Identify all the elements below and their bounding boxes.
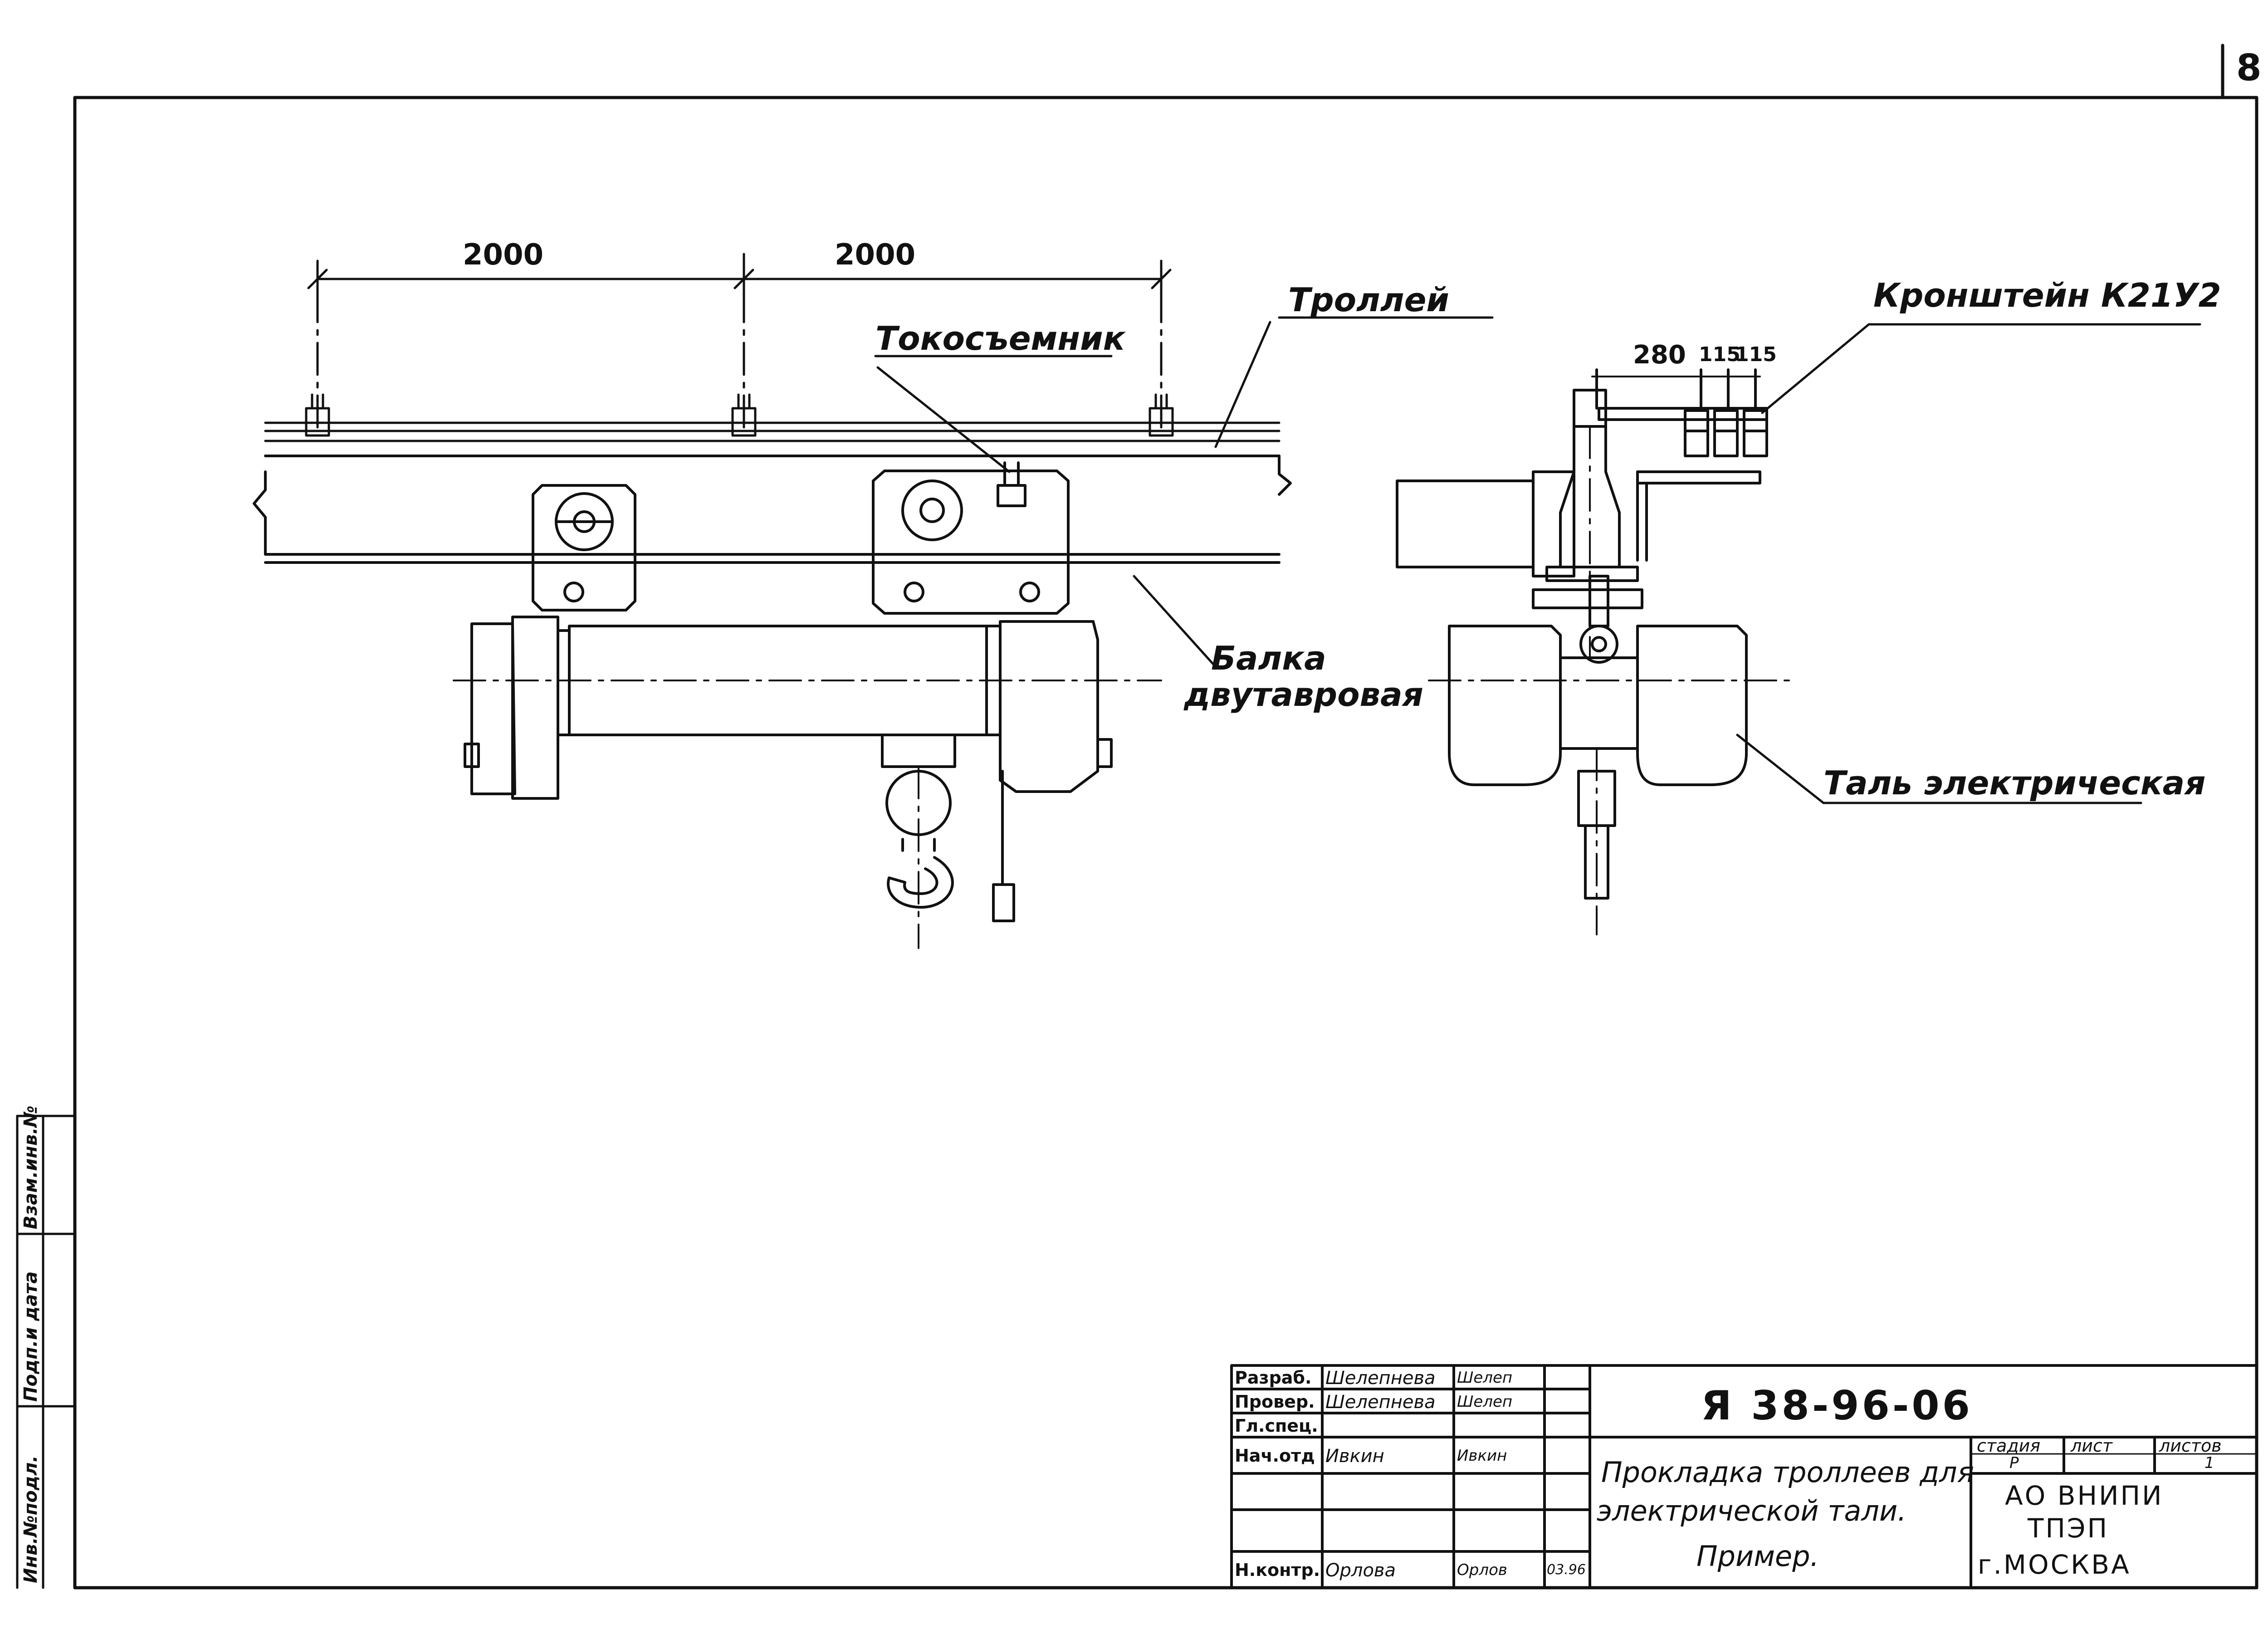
tb-name-0: Шелепнева	[1325, 1368, 1436, 1389]
sheet-header: лист	[2071, 1436, 2113, 1456]
side-view	[1396, 368, 1793, 935]
tb-role-0: Разраб.	[1235, 1368, 1312, 1388]
org-line3: г.МОСКВА	[1978, 1549, 2131, 1580]
drawing-title-line1: Прокладка троллеев для	[1601, 1456, 1974, 1489]
tb-name-1: Шелепнева	[1325, 1392, 1436, 1413]
drawing-title-line3: Пример.	[1696, 1540, 1819, 1573]
sheets-value: 1	[2204, 1454, 2214, 1472]
drawing-code: Я 38-96-06	[1701, 1382, 1973, 1429]
tb-role-2: Гл.спец.	[1235, 1416, 1318, 1436]
side-stamp-inv-orig: Инв.№подл.	[20, 1455, 41, 1583]
side-stamp-sign-date: Подп.и дата	[20, 1271, 41, 1402]
side-stamp-strip	[16, 1115, 76, 1589]
dimension-span-right: 2000	[835, 238, 916, 272]
callout-beam-line2: двутавровая	[1184, 675, 1423, 714]
trolley-bar	[264, 393, 1281, 442]
callout-beam-line1: Балка	[1211, 639, 1326, 677]
tb-sign-3: Ивкин	[1457, 1447, 1507, 1465]
callout-hoist: Таль электрическая	[1823, 764, 2206, 802]
dimension-side-main: 280	[1633, 340, 1686, 370]
callout-collector: Токосъемник	[875, 319, 1125, 357]
page-number: 8	[2236, 47, 2262, 89]
stage-header: стадия	[1977, 1436, 2041, 1456]
i-beam	[253, 455, 1292, 564]
dimension-side-small-1: 115	[1699, 343, 1740, 366]
hoist-body	[453, 616, 1162, 800]
tb-sign-0: Шелеп	[1457, 1369, 1513, 1387]
side-leaders	[1736, 323, 2201, 804]
callout-bracket: Кронштейн К21У2	[1873, 276, 2221, 314]
org-line1: АО ВНИПИ	[2005, 1480, 2164, 1511]
tb-role-3: Нач.отд	[1235, 1446, 1315, 1466]
drawing-title-line2: электрической тали.	[1597, 1494, 1906, 1527]
side-stamp-replace-inv: Взам.инв.№	[20, 1106, 41, 1229]
dimension-span-left: 2000	[463, 238, 544, 272]
sheets-header: листов	[2159, 1436, 2222, 1456]
tb-sign-6: Орлов	[1457, 1561, 1507, 1579]
tb-role-1: Провер.	[1235, 1392, 1315, 1412]
trolley-housings	[532, 461, 1070, 615]
tb-date-6: 03.96	[1547, 1562, 1586, 1578]
hook-block	[881, 734, 1015, 949]
callout-trolley: Троллей	[1288, 281, 1449, 319]
span-dimension	[307, 253, 1172, 437]
dimension-side-small-2: 115	[1735, 343, 1777, 366]
tb-name-6: Орлова	[1325, 1560, 1396, 1581]
front-leaders	[874, 316, 1494, 668]
tb-name-3: Ивкин	[1325, 1446, 1384, 1467]
tb-role-6: Н.контр.	[1235, 1560, 1320, 1580]
stage-value: Р	[2009, 1454, 2019, 1472]
org-line2: ТПЭП	[2028, 1513, 2109, 1544]
sheet-frame	[73, 44, 2258, 1590]
title-block-grid	[1230, 1364, 2258, 1589]
tb-sign-1: Шелеп	[1457, 1393, 1513, 1411]
